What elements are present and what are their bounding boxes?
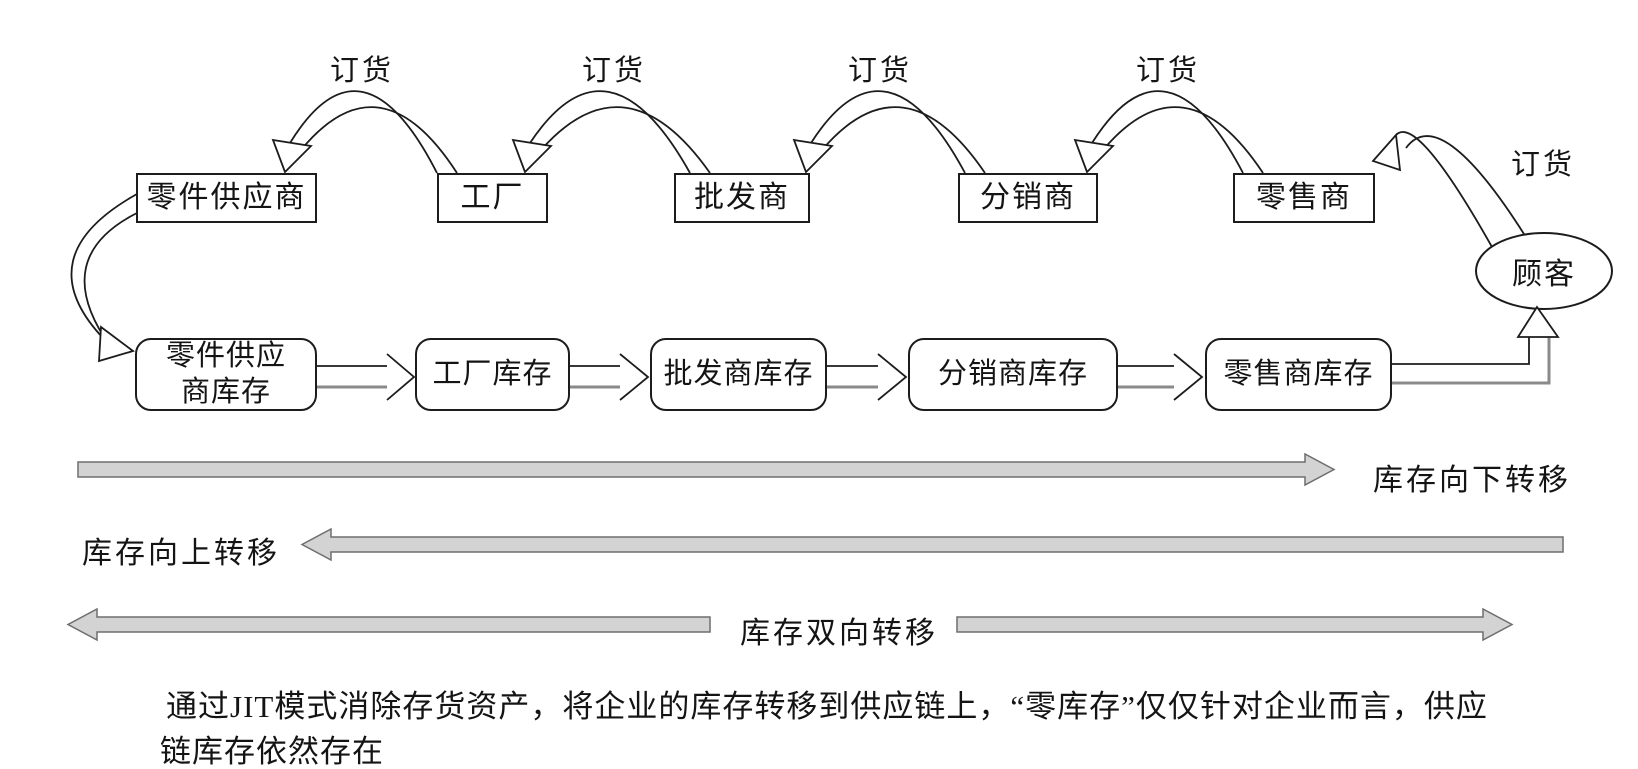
- box-factory: 工厂: [437, 173, 548, 223]
- order-arrowhead-icon: [1371, 132, 1402, 172]
- box-parts-supplier: 零件供应商: [136, 173, 317, 223]
- customer-label: 顾客: [1512, 258, 1576, 291]
- order-arc-wholesaler-to-factory: [511, 90, 711, 174]
- order-arrowhead-icon: [271, 138, 313, 174]
- box-factory-inventory: 工厂库存: [415, 338, 570, 411]
- box-wholesaler-inventory: 批发商库存: [650, 338, 827, 411]
- order-arc-factory-to-supplier: [271, 90, 458, 174]
- flow-arrowhead-icon: [877, 353, 908, 401]
- flow-arrowhead-icon: [386, 353, 416, 401]
- jit-note-line-1: 通过JIT模式消除存货资产，将企业的库存转移到供应链上，“零库存”仅仅针对企业而…: [166, 689, 1488, 724]
- customer-ellipse: [1475, 232, 1613, 310]
- order-arrowhead-icon: [511, 138, 553, 174]
- order-label-5: 订货: [1510, 149, 1576, 181]
- upstream-transfer-label: 库存向上转移: [82, 537, 280, 570]
- box-wholesaler: 批发商: [674, 173, 810, 223]
- jit-note-line-2: 链库存依然存在: [160, 734, 384, 769]
- box-retailer-inventory: 零售商库存: [1205, 338, 1392, 411]
- retail-to-customer-connector: [1392, 305, 1560, 385]
- feed-arrowhead-icon: [98, 325, 135, 363]
- order-arrowhead-icon: [792, 138, 834, 174]
- order-arc-distributor-to-wholesaler: [792, 90, 986, 174]
- inventory-flow-arrow-3: [827, 353, 908, 401]
- supplier-feed-arrow: [70, 193, 138, 363]
- inventory-flow-arrow-1: [317, 353, 416, 401]
- order-label-4: 订货: [1135, 55, 1201, 87]
- upstream-transfer-arrow: [300, 527, 1564, 562]
- flow-arrowhead-icon: [619, 353, 650, 401]
- box-retailer: 零售商: [1233, 173, 1375, 223]
- order-arc-customer-to-retailer: [1371, 131, 1525, 248]
- parts-supplier-inventory-label: 零件供应商库存: [165, 340, 286, 408]
- downstream-transfer-label: 库存向下转移: [1373, 464, 1571, 497]
- box-parts-supplier-inventory: 零件供应商库存: [135, 338, 317, 411]
- up-arrowhead-icon: [1516, 305, 1560, 338]
- jit-note: 通过JIT模式消除存货资产，将企业的库存转移到供应链上，“零库存”仅仅针对企业而…: [160, 684, 1488, 769]
- downstream-transfer-arrow: [77, 452, 1336, 487]
- bidirectional-left-arrow: [66, 607, 711, 642]
- order-label-3: 订货: [847, 55, 913, 87]
- flow-arrowhead-icon: [1173, 353, 1204, 401]
- box-distributor-inventory: 分销商库存: [908, 338, 1118, 411]
- inventory-flow-arrow-4: [1118, 353, 1204, 401]
- order-arrowhead-icon: [1073, 138, 1115, 174]
- bidirectional-right-arrow: [956, 607, 1514, 642]
- inventory-flow-arrow-2: [570, 353, 650, 401]
- bidirectional-transfer-label: 库存双向转移: [740, 617, 938, 650]
- order-arc-retailer-to-distributor: [1073, 90, 1264, 174]
- order-label-1: 订货: [329, 55, 395, 87]
- order-label-2: 订货: [581, 55, 647, 87]
- box-distributor: 分销商: [958, 173, 1098, 223]
